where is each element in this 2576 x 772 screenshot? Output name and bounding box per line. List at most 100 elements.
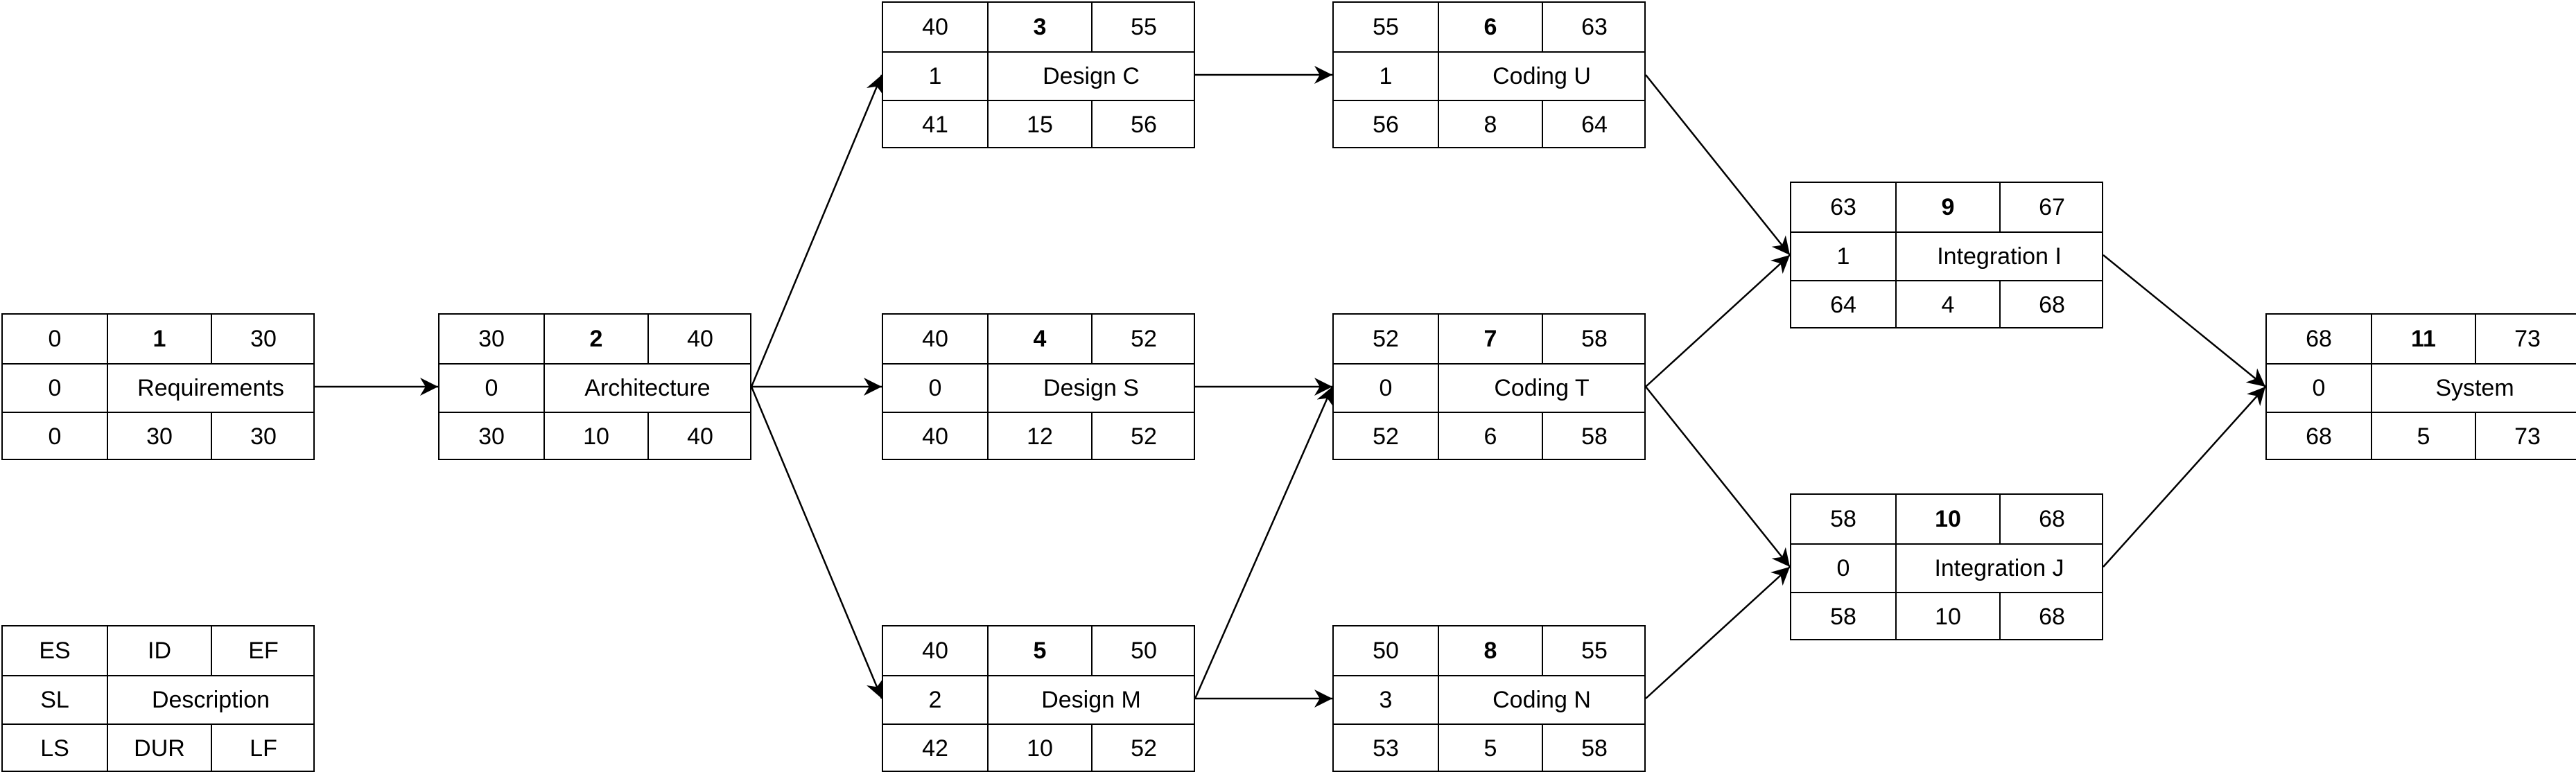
- early-start: 0: [48, 325, 62, 352]
- activity-id: 5: [987, 626, 1091, 675]
- duration: 4: [1895, 281, 1999, 328]
- activity-node-design-s[interactable]: 40 4 52 0 Design S 40 12 52: [882, 313, 1195, 460]
- late-start: 56: [1373, 111, 1399, 138]
- early-start: 63: [1830, 193, 1856, 220]
- early-finish: 67: [1999, 183, 2103, 231]
- arrow-cu-to-ii: [1645, 74, 1791, 256]
- early-finish: 40: [647, 315, 751, 363]
- legend-node: ES ID EF SL Description LS DUR LF: [1, 625, 315, 772]
- activity-node-coding-u[interactable]: 55 6 63 1 Coding U 56 8 64: [1332, 1, 1646, 148]
- activity-id: 2: [543, 315, 647, 363]
- early-finish: 55: [1091, 3, 1195, 51]
- early-finish: 55: [1542, 626, 1646, 675]
- late-finish: 40: [647, 413, 751, 460]
- activity-node-system[interactable]: 68 11 73 0 System 68 5 73: [2265, 313, 2576, 460]
- late-finish: 56: [1091, 101, 1195, 148]
- early-finish: 68: [1999, 495, 2103, 543]
- activity-node-requirements[interactable]: 0 1 30 0 Requirements 0 30 30: [1, 313, 315, 460]
- late-start: 64: [1830, 291, 1856, 318]
- early-finish: 58: [1542, 315, 1646, 363]
- duration: 8: [1438, 101, 1542, 148]
- late-start: 0: [48, 423, 62, 450]
- late-start: 58: [1830, 603, 1856, 630]
- slack: 2: [928, 686, 942, 713]
- activity-description: Design C: [987, 53, 1194, 100]
- late-start: 52: [1373, 423, 1399, 450]
- late-finish: 68: [1999, 281, 2103, 328]
- legend-description: Description: [107, 676, 313, 723]
- activity-node-design-m[interactable]: 40 5 50 2 Design M 42 10 52: [882, 625, 1195, 772]
- legend-late-start: LS: [40, 735, 69, 762]
- arrow-cn-to-ij: [1645, 566, 1791, 699]
- late-finish: 30: [211, 413, 315, 460]
- early-start: 30: [478, 325, 505, 352]
- legend-late-finish: LF: [211, 725, 315, 772]
- duration: 15: [987, 101, 1091, 148]
- early-start: 40: [922, 325, 948, 352]
- early-finish: 63: [1542, 3, 1646, 51]
- early-start: 50: [1373, 637, 1399, 664]
- arrow-arch-to-dc: [750, 74, 883, 387]
- duration: 12: [987, 413, 1091, 460]
- activity-description: Coding N: [1438, 676, 1644, 723]
- late-finish: 58: [1542, 725, 1646, 772]
- late-finish: 52: [1091, 725, 1195, 772]
- activity-description: Design S: [987, 365, 1194, 412]
- duration: 5: [2371, 413, 2475, 460]
- activity-node-coding-n[interactable]: 50 8 55 3 Coding N 53 5 58: [1332, 625, 1646, 772]
- activity-description: System: [2371, 365, 2576, 412]
- late-start: 53: [1373, 735, 1399, 762]
- activity-node-integration-i[interactable]: 63 9 67 1 Integration I 64 4 68: [1790, 182, 2103, 328]
- early-start: 40: [922, 637, 948, 664]
- activity-id: 9: [1895, 183, 1999, 231]
- activity-description: Design M: [987, 676, 1194, 723]
- slack: 0: [485, 374, 498, 401]
- early-finish: 30: [211, 315, 315, 363]
- activity-id: 3: [987, 3, 1091, 51]
- legend-early-finish: EF: [211, 626, 315, 675]
- early-finish: 52: [1091, 315, 1195, 363]
- late-start: 41: [922, 111, 948, 138]
- activity-id: 1: [107, 315, 211, 363]
- early-finish: 73: [2475, 315, 2576, 363]
- arrow-ii-to-sys: [2103, 254, 2266, 387]
- legend-activity-id: ID: [107, 626, 211, 675]
- arrow-arch-to-dm: [750, 386, 883, 699]
- late-start: 68: [2306, 423, 2332, 450]
- slack: 3: [1379, 686, 1393, 713]
- slack: 0: [928, 374, 942, 401]
- arrow-ct-to-ii: [1645, 254, 1791, 387]
- slack: 0: [2312, 374, 2326, 401]
- slack: 1: [1379, 62, 1393, 89]
- activity-id: 7: [1438, 315, 1542, 363]
- arrow-dm-to-ct: [1194, 386, 1334, 699]
- activity-id: 4: [987, 315, 1091, 363]
- duration: 10: [543, 413, 647, 460]
- activity-node-architecture[interactable]: 30 2 40 0 Architecture 30 10 40: [438, 313, 751, 460]
- slack: 1: [1836, 243, 1850, 270]
- duration: 30: [107, 413, 211, 460]
- early-start: 40: [922, 13, 948, 40]
- activity-node-design-c[interactable]: 40 3 55 1 Design C 41 15 56: [882, 1, 1195, 148]
- slack: 0: [1379, 374, 1393, 401]
- activity-node-integration-j[interactable]: 58 10 68 0 Integration J 58 10 68: [1790, 493, 2103, 640]
- activity-description: Requirements: [107, 365, 313, 412]
- slack: 0: [48, 374, 62, 401]
- late-finish: 68: [1999, 593, 2103, 640]
- early-start: 58: [1830, 505, 1856, 532]
- late-start: 40: [922, 423, 948, 450]
- activity-id: 6: [1438, 3, 1542, 51]
- duration: 5: [1438, 725, 1542, 772]
- late-finish: 64: [1542, 101, 1646, 148]
- early-start: 55: [1373, 13, 1399, 40]
- activity-node-coding-t[interactable]: 52 7 58 0 Coding T 52 6 58: [1332, 313, 1646, 460]
- legend-early-start: ES: [39, 637, 71, 664]
- duration: 10: [1895, 593, 1999, 640]
- late-finish: 52: [1091, 413, 1195, 460]
- early-finish: 50: [1091, 626, 1195, 675]
- legend-slack: SL: [40, 686, 69, 713]
- early-start: 52: [1373, 325, 1399, 352]
- activity-description: Coding U: [1438, 53, 1644, 100]
- activity-id: 10: [1895, 495, 1999, 543]
